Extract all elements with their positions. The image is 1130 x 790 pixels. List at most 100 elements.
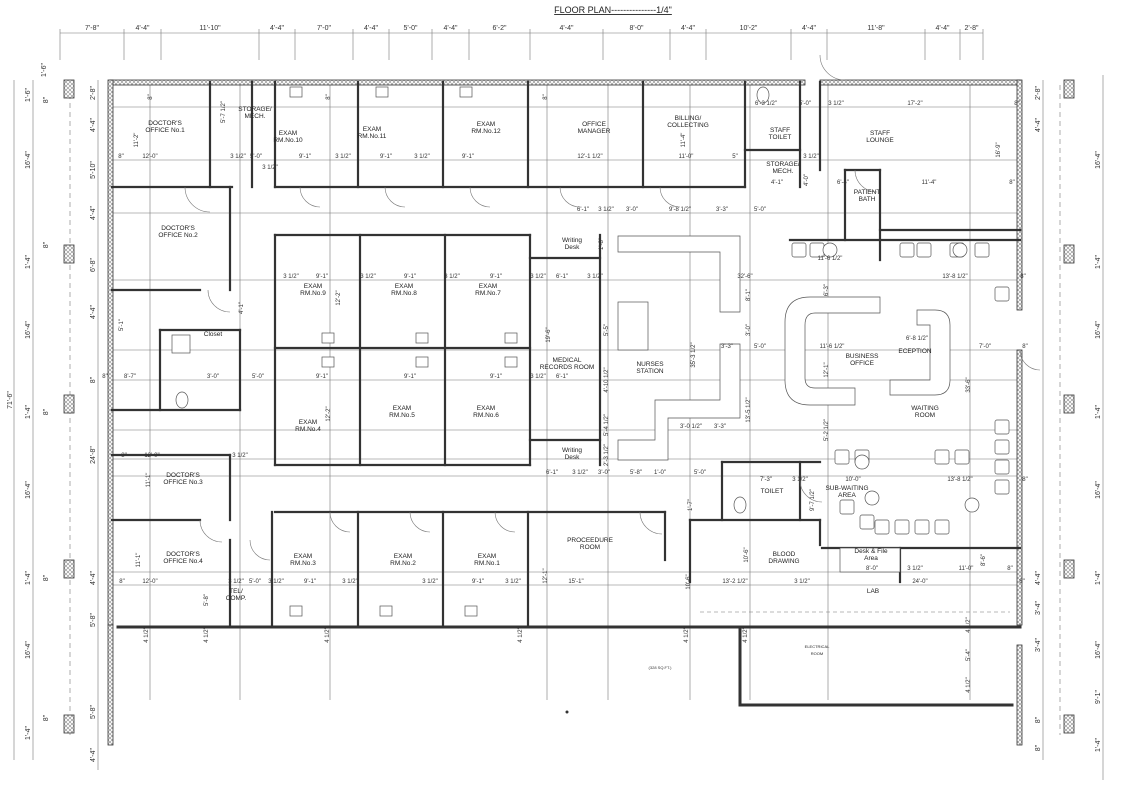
side-table bbox=[822, 242, 838, 258]
dimension-label: 3 1/2" bbox=[794, 579, 809, 585]
left-dimension: 5'-10" bbox=[90, 161, 97, 179]
room-label-line: COLLECTING bbox=[667, 122, 709, 129]
dimension-label: 5'-8" bbox=[204, 594, 210, 606]
top-dimension: 11'-8" bbox=[867, 25, 885, 32]
dimension-label: 6'-1" bbox=[556, 274, 568, 280]
column bbox=[1063, 244, 1075, 264]
room-label-storage-mech-2: STORAGE/MECH. bbox=[766, 161, 800, 175]
door-swing bbox=[819, 54, 846, 81]
room-label-line: RM.No.6 bbox=[473, 412, 499, 419]
dimension-label: 3'-3" bbox=[714, 424, 726, 430]
chair bbox=[914, 519, 930, 535]
door-swing bbox=[409, 511, 431, 533]
room-label-line: EXAM bbox=[395, 283, 413, 290]
dimension-label: 3 1/2" bbox=[505, 579, 520, 585]
room-label-line: EXAM bbox=[478, 553, 496, 560]
dimension-label: 3 1/2" bbox=[283, 274, 298, 280]
top-dimension: 10'-2" bbox=[740, 25, 758, 32]
dimension-label: 8" bbox=[1022, 477, 1027, 483]
left-dimension: 1'-6" bbox=[25, 88, 32, 102]
room-label-line: COMP. bbox=[226, 595, 247, 602]
room-label-line: Desk & File bbox=[854, 548, 888, 555]
room-label-line: Writing bbox=[562, 447, 582, 454]
dimension-label: 3 1/2" bbox=[422, 579, 437, 585]
column bbox=[63, 79, 75, 99]
dimension-label: 3 1/2" bbox=[530, 374, 545, 380]
dimension-label: 3'-0" bbox=[746, 324, 752, 336]
exterior-wall bbox=[109, 79, 806, 86]
right-dimension: 8" bbox=[1035, 716, 1042, 723]
left-dimension: 8" bbox=[90, 376, 97, 383]
dimension-label: 8'-7" bbox=[124, 374, 136, 380]
top-dimension: 7'-0" bbox=[317, 25, 331, 32]
room-label-storage-mech-1: STORAGE/MECH. bbox=[238, 106, 272, 120]
dimension-label: 4 1/2" bbox=[966, 677, 972, 692]
room-label-line: LAB bbox=[867, 588, 879, 595]
room-label-line: RM.No.5 bbox=[389, 412, 415, 419]
column bbox=[63, 394, 75, 414]
dimension-label: 12'-1 1/2" bbox=[577, 154, 602, 160]
sink bbox=[379, 605, 393, 617]
dimension-label: 3 1/2" bbox=[828, 101, 843, 107]
room-label-line: RM.No.3 bbox=[290, 560, 316, 567]
dimension-label: 8" bbox=[119, 579, 124, 585]
dimension-label: 19'-6" bbox=[546, 327, 552, 342]
top-dimension: 7'-8" bbox=[85, 25, 99, 32]
room-label-line: ROOM bbox=[811, 651, 823, 656]
dimension-label: 5'-0" bbox=[694, 470, 706, 476]
left-dimension: 8" bbox=[43, 408, 50, 415]
toilet-fixture bbox=[733, 496, 747, 514]
dimension-label: 3 1/2" bbox=[262, 165, 277, 171]
left-dimension: 4'-4" bbox=[90, 206, 97, 220]
dimension-label: 8" bbox=[118, 154, 123, 160]
top-dimension: 4'-4" bbox=[444, 25, 458, 32]
dimension-label: 12'-2" bbox=[326, 406, 332, 421]
door-swing bbox=[854, 169, 878, 193]
room-label-line: STORAGE/ bbox=[238, 106, 272, 113]
door-swing bbox=[184, 186, 211, 213]
dimension-labels: 7'-8"4'-4"11'-10"4'-4"7'-0"4'-4"5'-0"4'-… bbox=[7, 25, 1102, 762]
left-dimension: 4'-4" bbox=[90, 748, 97, 762]
sink bbox=[504, 332, 518, 344]
door-swing bbox=[207, 289, 231, 313]
left-dimension: 2'-8" bbox=[90, 86, 97, 100]
dimension-label: 12'-0" bbox=[142, 579, 157, 585]
room-label-line: OFFICE No.3 bbox=[163, 479, 203, 486]
dimension-label: 3'-0" bbox=[626, 207, 638, 213]
sink bbox=[375, 86, 389, 98]
room-label-closet: Closet bbox=[204, 331, 223, 338]
dimension-label: 12'-0" bbox=[142, 154, 157, 160]
plan-title: FLOOR PLAN---------------1/4" bbox=[554, 5, 672, 15]
dimension-label: 3 1/2" bbox=[342, 579, 357, 585]
dimension-label: 4'-10 1/2" bbox=[604, 367, 610, 392]
dimension-label: 11'-1" bbox=[136, 553, 142, 568]
room-label-reception: ECEPTION bbox=[898, 348, 932, 355]
left-dimension: 1'-6" bbox=[41, 63, 48, 77]
dimension-label: 3'-3" bbox=[716, 207, 728, 213]
room-label-line: SUB-WAITING bbox=[825, 485, 868, 492]
dimension-label: 6'-3 1/2" bbox=[755, 101, 777, 107]
room-label-line: EXAM bbox=[393, 405, 411, 412]
room-label-line: DOCTOR'S bbox=[148, 120, 182, 127]
dimension-label: 4 1/2" bbox=[966, 617, 972, 632]
reception-counter bbox=[889, 309, 951, 396]
left-dimension: 5'-8" bbox=[90, 705, 97, 719]
room-label-line: Writing bbox=[562, 237, 582, 244]
door-swing bbox=[659, 186, 681, 208]
sink bbox=[464, 605, 478, 617]
door-swing bbox=[329, 511, 351, 533]
top-dimension: 2'-8" bbox=[965, 25, 979, 32]
side-table bbox=[854, 454, 870, 470]
room-label-line: STATION bbox=[636, 368, 664, 375]
room-label-line: TOILET bbox=[761, 488, 784, 495]
dimension-label: 5'-4" bbox=[966, 649, 972, 661]
